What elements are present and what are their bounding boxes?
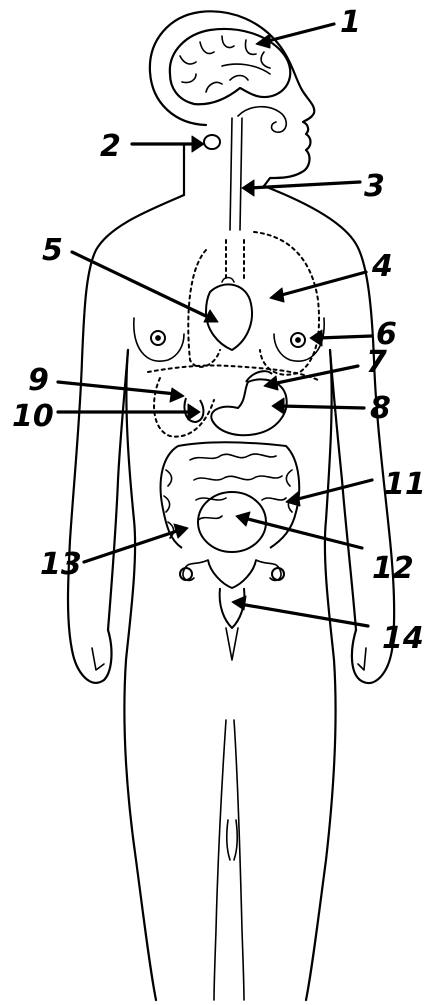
pointer-14	[240, 604, 368, 626]
arrowhead-2	[192, 136, 204, 152]
arrowhead-14	[232, 596, 246, 610]
pointer-11	[294, 480, 372, 500]
label-3: 3	[364, 169, 385, 204]
label-12: 12	[372, 551, 414, 586]
intestine-folds-left	[164, 470, 174, 538]
pointer-4	[278, 272, 366, 296]
arrowhead-7	[264, 376, 278, 390]
label-7: 7	[366, 345, 387, 380]
pointer-6	[318, 336, 372, 338]
esophagus-left	[230, 118, 232, 230]
diaphragm	[148, 365, 318, 380]
label-1: 1	[340, 5, 361, 40]
pointer-1	[264, 24, 334, 42]
label-14: 14	[382, 621, 424, 656]
arrowhead-8	[272, 398, 284, 414]
small-intestine-coils	[190, 454, 286, 520]
intestine-folds-right	[286, 470, 294, 512]
label-2: 2	[100, 129, 121, 164]
pointer-9	[58, 382, 176, 394]
pointer-5	[72, 252, 210, 318]
arrowhead-10	[188, 404, 200, 420]
pointer-7	[272, 366, 358, 384]
arrowhead-12	[236, 512, 250, 526]
arrowhead-9	[170, 388, 184, 402]
abdomen-upper	[154, 371, 287, 436]
heart-top	[222, 278, 234, 283]
pointer-13	[84, 530, 180, 562]
arrowhead-13	[174, 524, 188, 538]
pointer-12	[244, 518, 362, 548]
head-internal	[204, 107, 286, 280]
esophagus-right	[240, 118, 242, 230]
arrowhead-3	[242, 180, 254, 196]
label-5: 5	[42, 233, 63, 268]
lungs	[188, 232, 319, 375]
label-10: 10	[12, 399, 54, 434]
label-9: 9	[28, 363, 49, 398]
pointer-8	[280, 406, 364, 408]
label-4: 4	[371, 249, 393, 284]
trachea-dash	[226, 240, 244, 280]
label-11: 11	[384, 467, 426, 502]
mouth-cavity	[238, 107, 286, 132]
label-8: 8	[370, 391, 391, 426]
number-labels: 1 2 3 4 5 6 7 8 9 10 11 12 13 14	[12, 5, 426, 656]
breasts	[134, 318, 324, 361]
pituitary-gland	[204, 135, 220, 149]
arrowhead-6	[310, 330, 322, 346]
arrowhead-4	[270, 288, 284, 302]
label-13: 13	[40, 547, 82, 582]
